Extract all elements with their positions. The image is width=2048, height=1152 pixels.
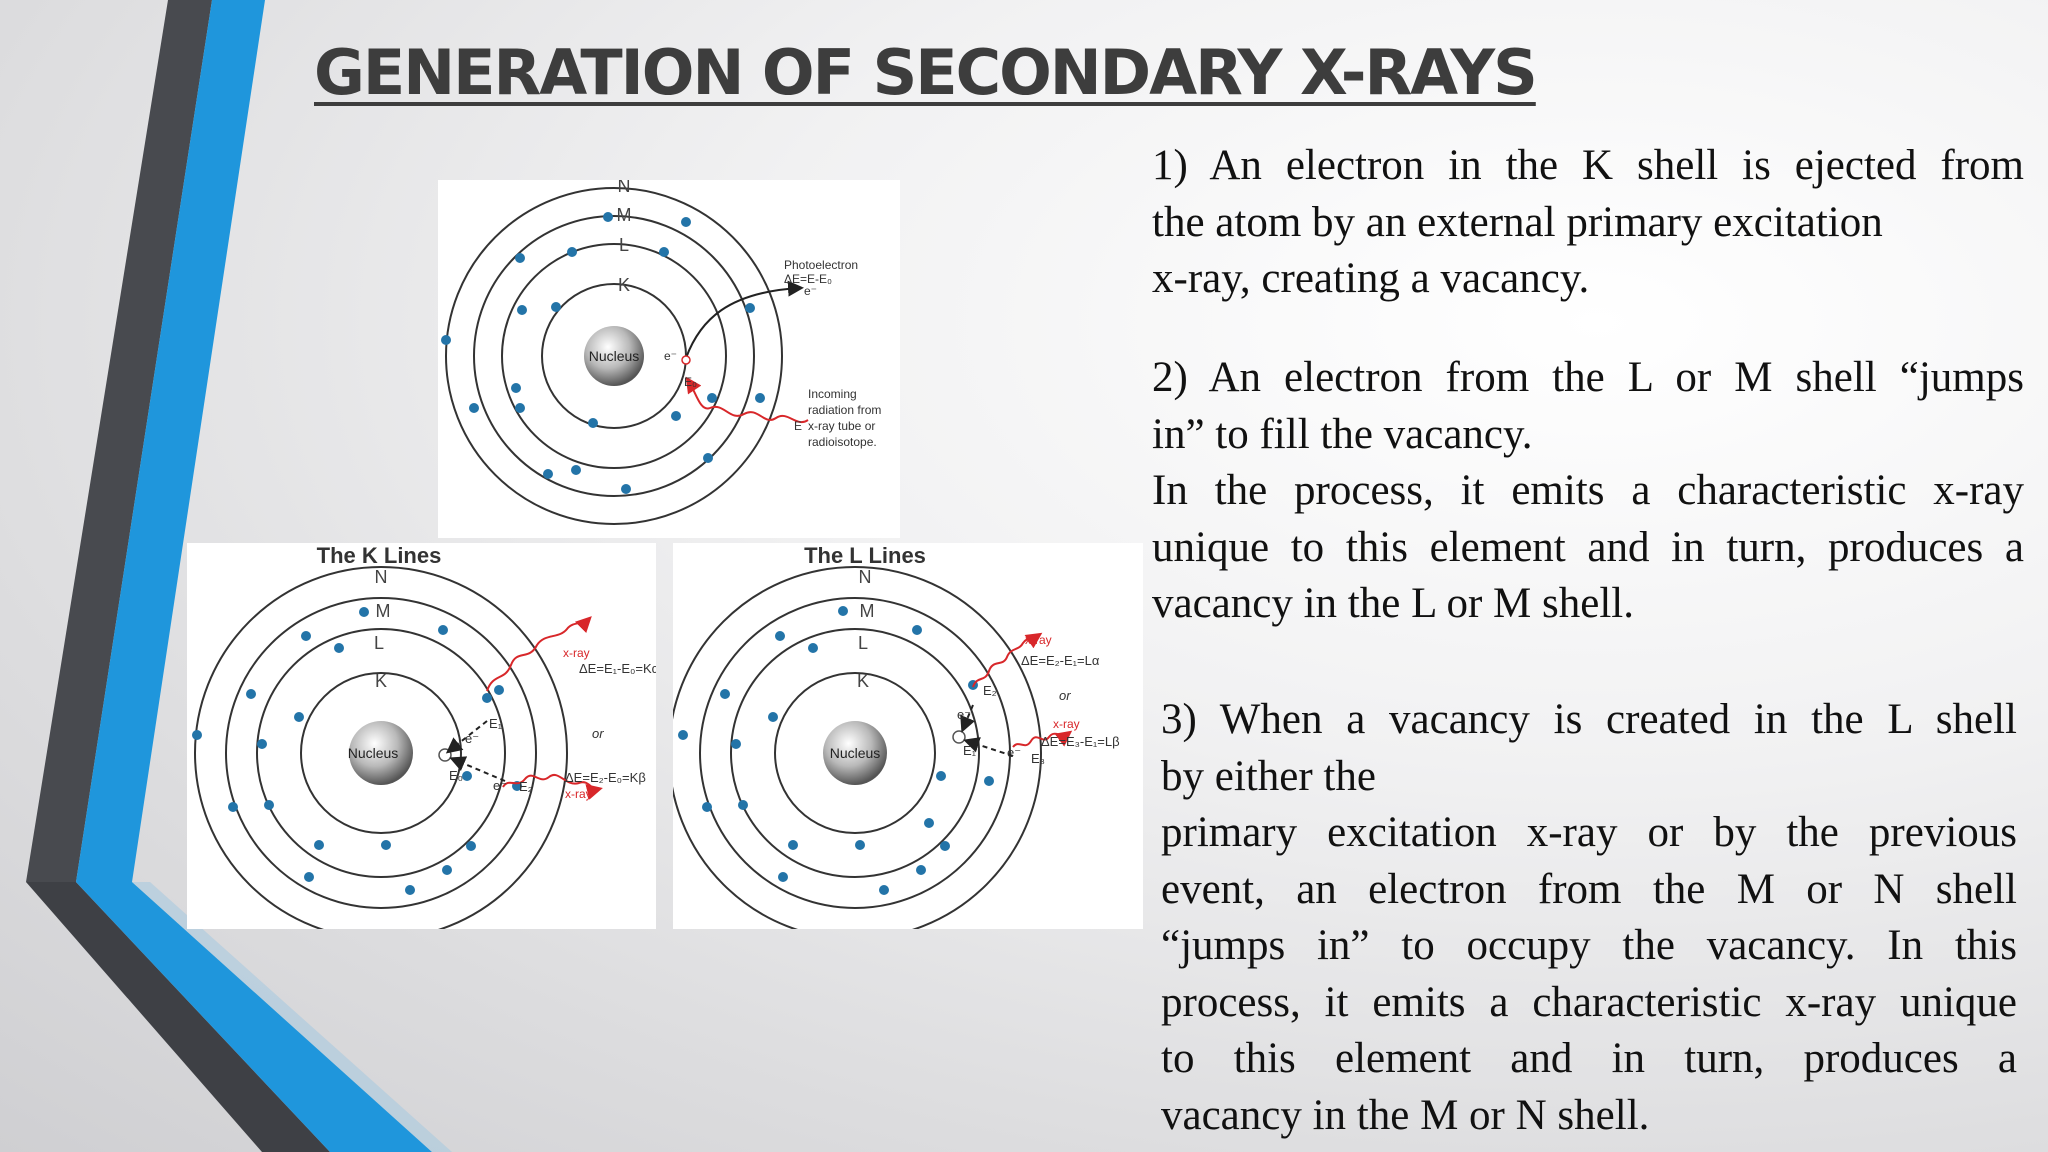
paragraph-1-line: 1) An electron in the K shell is ejected… (1152, 142, 2024, 189)
xray-label-k-beta: x-ray (565, 787, 592, 801)
paragraph-3-line: primary excitation x-ray or by the previ… (1161, 809, 2017, 856)
e3-label-l: E₃ (1031, 751, 1045, 766)
shell-m-label-k: M (376, 601, 391, 621)
e1-label-k: E₁ (489, 716, 503, 731)
e0-label-k: E₀ (449, 768, 463, 783)
shell-n-label-l: N (859, 567, 872, 587)
diagram-k-lines: The K Lines Nucleus N M L K (187, 543, 656, 929)
eq-l-alpha: ΔE=E₂-E₁=Lα (1021, 653, 1100, 668)
shell-n-label-k: N (375, 567, 388, 587)
band-shadow (132, 882, 452, 1152)
xray-label-l-alpha: x-ray (1025, 633, 1052, 647)
paragraph-3-line: “jumps in” to occupy the vacancy. In thi… (1161, 922, 2017, 969)
electrons-k (192, 607, 522, 895)
eq-k-beta: ΔE=E₂-E₀=Kβ (565, 770, 646, 785)
e2-label-k: E₂ (519, 779, 533, 794)
nucleus-k (349, 721, 413, 785)
electron-label-top: e⁻ (664, 349, 677, 363)
l-beta-wave (1012, 730, 1073, 748)
paragraph-3: 3) When a vacancy is created in the L sh… (1161, 692, 2017, 1144)
paragraph-3-line: to this element and in turn, produces a (1161, 1035, 2017, 1082)
k-beta-wave (502, 774, 603, 800)
shell-l-label-top: L (619, 235, 629, 255)
or-label-k: or (592, 726, 604, 741)
paragraph-1: 1) An electron in the K shell is ejected… (1152, 138, 2024, 308)
nucleus-label-top: Nucleus (589, 348, 640, 364)
paragraph-3-line: by either the (1161, 752, 1376, 800)
paragraph-1-line: the atom by an external primary excitati… (1152, 198, 1883, 246)
paragraph-1-line: x-ray, creating a vacancy. (1152, 255, 1590, 302)
paragraph-3-line: 3) When a vacancy is created in the L sh… (1161, 696, 2017, 743)
paragraph-2-line: vacancy in the L or M shell. (1152, 580, 1635, 627)
diagram-l-lines: The L Lines Nucleus N M L K (673, 543, 1143, 929)
shells-k (194, 566, 568, 929)
l-lines-heading: The L Lines (804, 543, 926, 568)
nucleus-top (584, 326, 644, 386)
or-label-l: or (1059, 688, 1071, 703)
incident-energy-label: E (794, 419, 802, 433)
dark-band-lower (26, 882, 330, 1152)
incoming-label-3: x-ray tube or (808, 419, 875, 433)
e2-label-l: E₂ (983, 683, 997, 698)
xray-label-l-beta: x-ray (1053, 717, 1080, 731)
incoming-label-4: radioisotope. (808, 435, 877, 449)
k-lines-heading: The K Lines (317, 543, 442, 568)
k-alpha-wave (486, 616, 592, 692)
photoelectron-label: Photoelectron (784, 258, 858, 272)
incoming-label-2: radiation from (808, 403, 881, 417)
incoming-radiation-wave (685, 376, 809, 423)
shell-k-label-l: K (857, 671, 869, 691)
electrons-top (441, 212, 765, 494)
e1-label-l: E₁ (963, 743, 977, 758)
shell-l-label-l: L (858, 633, 868, 653)
diagram-photoelectric: Nucleus N M L K e⁻ E₀ Photoelectron ΔE=E… (438, 180, 900, 538)
e0-label-top: E₀ (684, 375, 697, 389)
nucleus-label-k: Nucleus (348, 745, 399, 761)
paragraph-3-line: process, it emits a characteristic x-ray… (1161, 978, 2017, 1026)
electron-label-k-2: e⁻ (493, 778, 507, 793)
l-alpha-wave (972, 632, 1043, 688)
electron-label-l-2: e⁻ (1007, 745, 1021, 760)
shells-top (445, 187, 783, 525)
shell-l-label-k: L (374, 633, 384, 653)
eq-k-alpha: ΔE=E₁-E₀=Kα (579, 661, 656, 676)
shell-m-label-top: M (617, 205, 632, 225)
shell-k-label-k: K (375, 671, 387, 691)
paragraph-2-line: in” to fill the vacancy. (1152, 410, 1533, 458)
shell-m-label-l: M (860, 601, 875, 621)
xray-label-k-alpha: x-ray (563, 646, 590, 660)
paragraph-2-line: In the process, it emits a characteristi… (1152, 467, 2024, 514)
nucleus-l (823, 721, 887, 785)
paragraph-2-line: unique to this element and in turn, prod… (1152, 523, 2024, 571)
photoelectron-arrow (685, 280, 804, 359)
eq-l-beta: ΔE=E₃-E₁=Lβ (1041, 734, 1120, 749)
shell-n-label-top: N (618, 180, 631, 196)
incoming-label-1: Incoming (808, 387, 857, 401)
photoelectron-equation: ΔE=E-E₀ (784, 272, 832, 286)
paragraph-2-line: 2) An electron from the L or M shell “ju… (1152, 354, 2024, 401)
slide-title: GENERATION OF SECONDARY X-RAYS (314, 36, 1538, 109)
electron-label-k: e⁻ (465, 731, 479, 746)
blue-band-upper (76, 0, 265, 882)
nucleus-label-l: Nucleus (830, 745, 881, 761)
electrons-l (678, 606, 994, 895)
blue-band-lower (76, 882, 432, 1152)
paragraph-3-line: event, an electron from the M or N shell (1161, 865, 2017, 913)
paragraph-2: 2) An electron from the L or M shell “ju… (1152, 350, 2024, 633)
dark-band-upper (26, 0, 212, 882)
electron-label-l: e⁻ (957, 707, 971, 722)
shells-l (673, 566, 1042, 929)
paragraph-3-line: vacancy in the M or N shell. (1161, 1091, 1650, 1139)
photoelectron-electron: e⁻ (804, 284, 817, 298)
shell-k-label-top: K (618, 275, 630, 295)
